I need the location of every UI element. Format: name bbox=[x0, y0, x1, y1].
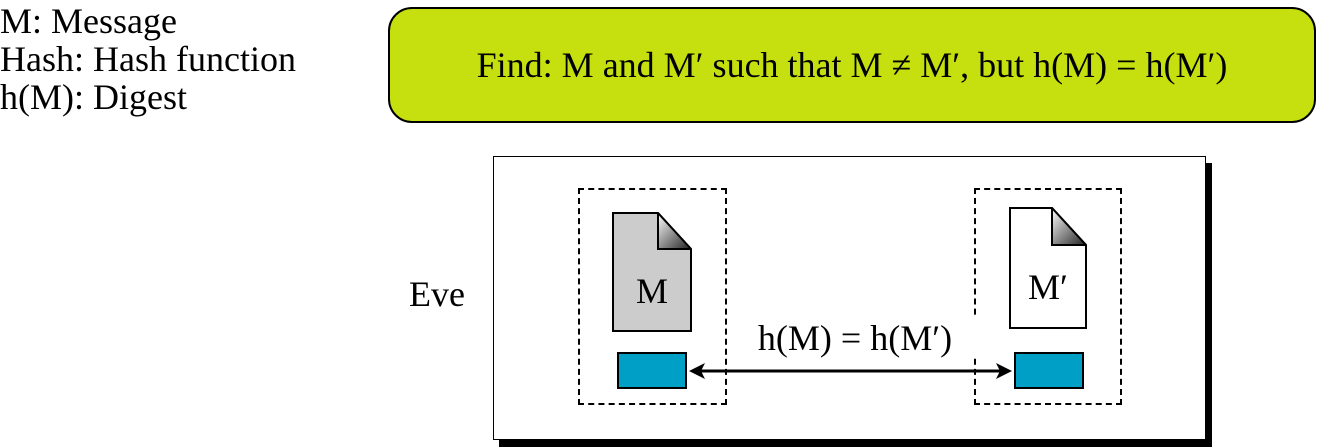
message-m-prime-group bbox=[974, 188, 1122, 405]
legend-digest: h(M): Digest bbox=[0, 77, 187, 117]
document-label-m: M bbox=[635, 271, 668, 311]
legend-message: M: Message bbox=[0, 1, 177, 41]
document-icon-m-prime bbox=[1009, 207, 1087, 329]
goal-text: Find: M and M′ such that M ≠ M′, but h(M… bbox=[476, 45, 1228, 85]
eve-label: Eve bbox=[409, 274, 465, 314]
digest-equality-label: h(M) = h(M′) bbox=[730, 318, 980, 358]
digest-block-m-prime bbox=[1014, 352, 1084, 389]
eve-panel bbox=[493, 156, 1206, 440]
document-label-m-prime: M′ bbox=[1028, 267, 1068, 307]
message-m-group bbox=[578, 188, 727, 405]
document-icon-m bbox=[612, 212, 692, 332]
goal-box: Find: M and M′ such that M ≠ M′, but h(M… bbox=[388, 7, 1316, 123]
legend-hash: Hash: Hash function bbox=[0, 39, 296, 79]
digest-block-m bbox=[617, 352, 687, 389]
double-arrow bbox=[689, 363, 1012, 379]
legend: M: Message Hash: Hash function h(M): Dig… bbox=[0, 2, 296, 116]
